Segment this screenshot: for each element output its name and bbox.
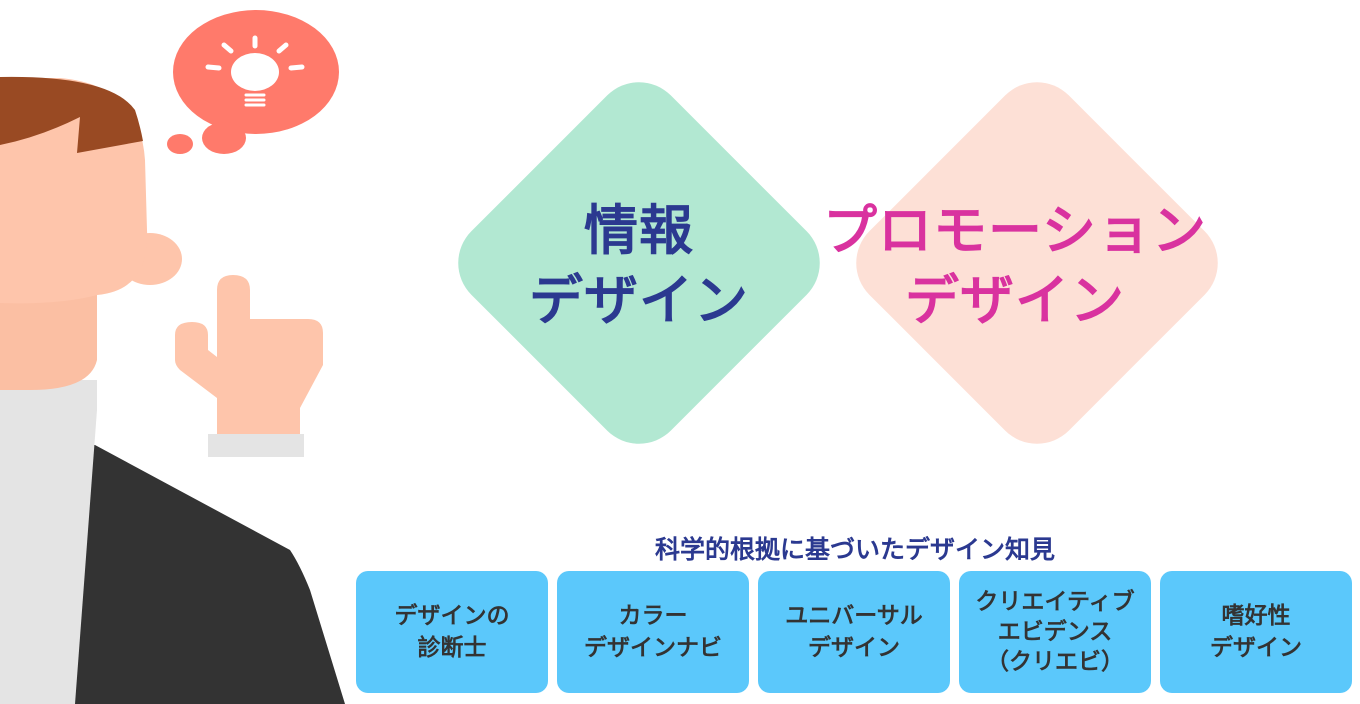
box-creative-evidence: クリエイティブ エビデンス （クリエビ） bbox=[959, 571, 1151, 693]
box-universal-design: ユニバーサル デザイン bbox=[758, 571, 950, 693]
promotion-design-label: プロモーション デザイン bbox=[815, 196, 1215, 336]
person-illustration bbox=[0, 10, 345, 704]
promotion-design-diamond bbox=[856, 82, 1218, 444]
box-design-diagnostician: デザインの 診断士 bbox=[356, 571, 548, 693]
info-design-diamond bbox=[458, 82, 820, 444]
promotion-design-line2: デザイン bbox=[905, 269, 1125, 332]
info-design-label: 情報 デザイン bbox=[489, 196, 789, 336]
promotion-design-line1: プロモーション bbox=[823, 199, 1207, 262]
box-color-design-navi: カラー デザインナビ bbox=[557, 571, 749, 693]
knowledge-heading: 科学的根拠に基づいたデザイン知見 bbox=[654, 535, 1055, 564]
info-design-line1: 情報 bbox=[584, 199, 694, 262]
box-preference-design: 嗜好性 デザイン bbox=[1160, 571, 1352, 693]
info-design-line2: デザイン bbox=[529, 269, 749, 332]
lightbulb-icon bbox=[205, 35, 305, 107]
